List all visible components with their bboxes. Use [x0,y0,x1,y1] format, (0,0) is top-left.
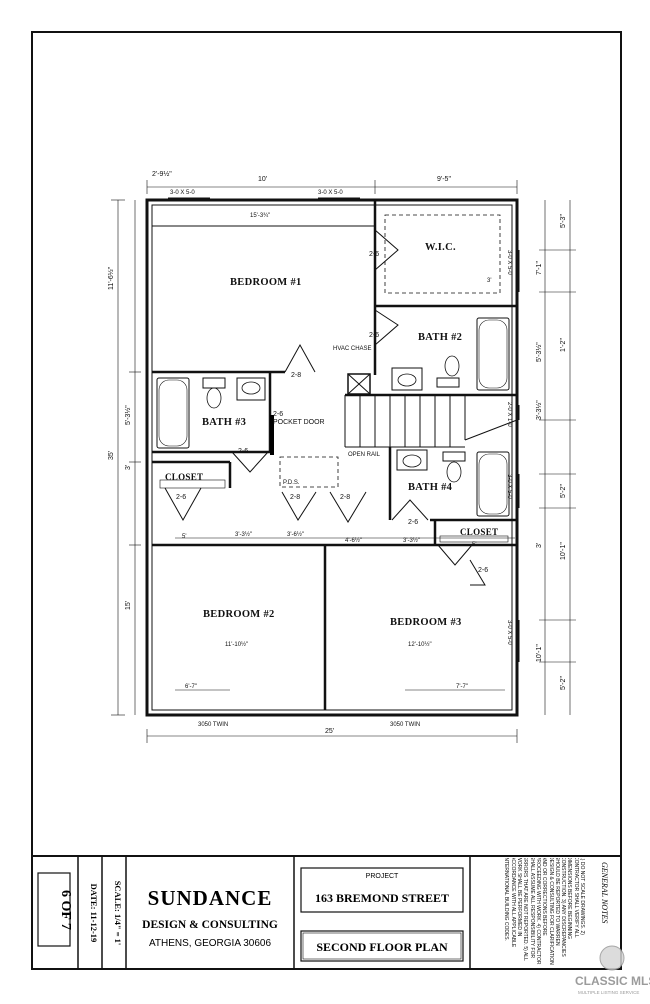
door-label: 2-6 [369,251,379,258]
project-name: 163 BREMOND STREET [315,891,449,905]
window-label: 3050 TWIN [198,722,228,728]
dim-label: 11'-10½" [225,641,248,648]
dim-label: 5' [182,534,186,540]
door-label: 2-8 [340,494,350,501]
dim-label: 3'-3½" [535,400,543,420]
dim-label: 3'-3½" [403,537,420,544]
dim-label: 35' [108,451,115,460]
dim-label: 3'-6½" [287,531,304,538]
window-label: 3-0 X 5-0 [506,250,512,275]
note-hvac: HVAC CHASE [333,346,372,352]
room-bedroom1: BEDROOM #1 [230,277,302,288]
door-swings [164,229,486,586]
dim-label: 11'-6½" [107,266,115,290]
bath3-tub [156,377,190,449]
exterior-wall [145,198,519,717]
drawing-sheet [31,31,622,970]
pds-area [279,456,339,488]
dim-label: 5'-3" [560,214,567,228]
dim-label: 3' [125,465,132,470]
dim-label: 15'-3¾" [250,213,270,219]
dim-label: 5'-2" [560,484,567,498]
dim-label: 10'-1" [536,644,543,662]
company-location: ATHENS, GEORGIA 30606 [149,938,272,949]
dim-label: 3' [487,278,491,284]
drawing-date: DATE: 11-12-19 [89,884,99,943]
dim-label: 3' [536,543,543,548]
window-label: 3-0 X 5-0 [318,190,343,196]
mls-brand: CLASSIC MLS [575,974,650,988]
dim-label: 2'-9½" [152,170,172,178]
door-label: 2-8 [290,494,300,501]
note-pds: P.D.S. [283,480,300,486]
stairs [344,395,518,448]
bath4-tub [476,451,510,517]
classic-mls-watermark: CLASSIC MLS MULTIPLE LISTING SERVICE [575,945,650,995]
door-label: 2-6 [478,567,488,574]
wic-shelf [384,214,501,294]
bath4-toilet-tank [442,451,466,462]
dimension-labels: 2'-9½" 10' 9'-5" 15'-3¾" 11'-6½" 35' 5'-… [107,170,567,735]
dim-label: 5' [472,542,476,548]
windows [168,197,520,717]
general-notes: 1) DO NOT SCALE DRAWINGS. 2) CONTRACTOR … [503,858,585,965]
dim-label: 15' [125,601,132,610]
door-label: 2-6 [238,448,248,455]
company-subtitle: DESIGN & CONSULTING [142,919,278,931]
dim-label: 5'-2" [560,676,567,690]
general-notes-wrap: 1) DO NOT SCALE DRAWINGS. 2) CONTRACTOR … [503,858,585,965]
note-pocket-door: POCKET DOOR [273,419,325,426]
room-bedroom3: BEDROOM #3 [390,617,462,628]
sheet-number: 6 OF 7 [58,890,73,930]
dim-label: 3'-3½" [235,531,252,538]
door-label: 2-6 [369,332,379,339]
dim-label: 10'-1" [560,542,567,560]
window-label: 3050 TWIN [390,722,420,728]
dim-label: 9'-5" [437,176,451,183]
project-label: PROJECT [366,873,399,880]
plan-title: SECOND FLOOR PLAN [316,940,448,954]
bath2-tub [476,317,510,391]
room-bath3: BATH #3 [202,417,246,428]
mls-tagline: MULTIPLE LISTING SERVICE [578,990,639,995]
room-wic: W.I.C. [425,242,456,253]
dimension-lines [111,180,576,743]
room-bath2: BATH #2 [418,332,462,343]
bath2-toilet-tank [436,377,460,388]
bath3-vanity [236,377,266,401]
door-label: 2-8 [291,372,301,379]
dim-label: 7'-7" [456,684,468,690]
window-label: 3-0 X 5-0 [170,190,195,196]
bath3-toilet-tank [202,377,226,389]
dim-label: 5'-3½" [535,342,543,362]
door-label: 2-6 [273,411,283,418]
room-bedroom2: BEDROOM #2 [203,609,275,620]
dim-label: 7'-1" [536,261,543,275]
dim-label: 5'-3½" [124,405,132,425]
company-name: SUNDANCE [148,886,273,910]
general-notes-title: GENERAL NOTES [600,862,609,923]
note-open-rail: OPEN RAIL [348,452,381,458]
door-label: 2-6 [176,494,186,501]
hvac-chase [347,373,371,395]
dim-label: 1'-2" [560,338,567,352]
room-closet-right: CLOSET [460,527,498,537]
room-bath4: BATH #4 [408,482,453,493]
bath4-vanity [396,449,428,471]
window-label: 3-0 X 5-0 [506,620,512,645]
door-size-labels: 2-6 2-6 2-8 2-6 2-6 2-6 2-8 2-8 2-6 2-6 [176,251,488,574]
door-label: 2-6 [408,519,418,526]
dim-label: 10' [258,176,267,183]
dim-label: 25' [325,728,334,735]
bath2-vanity [391,367,423,391]
dim-label: 4'-6½" [345,537,362,544]
mls-logo-icon [599,945,625,971]
dim-label: 6'-7" [185,684,197,690]
dim-label: 12'-10½" [408,641,432,648]
window-label: 2-0 X 1-0 [506,402,512,427]
drawing-scale: SCALE: 1/4" = 1' [113,881,123,946]
window-label: 3-0 X 5-0 [506,474,512,499]
room-closet-left: CLOSET [165,472,203,482]
